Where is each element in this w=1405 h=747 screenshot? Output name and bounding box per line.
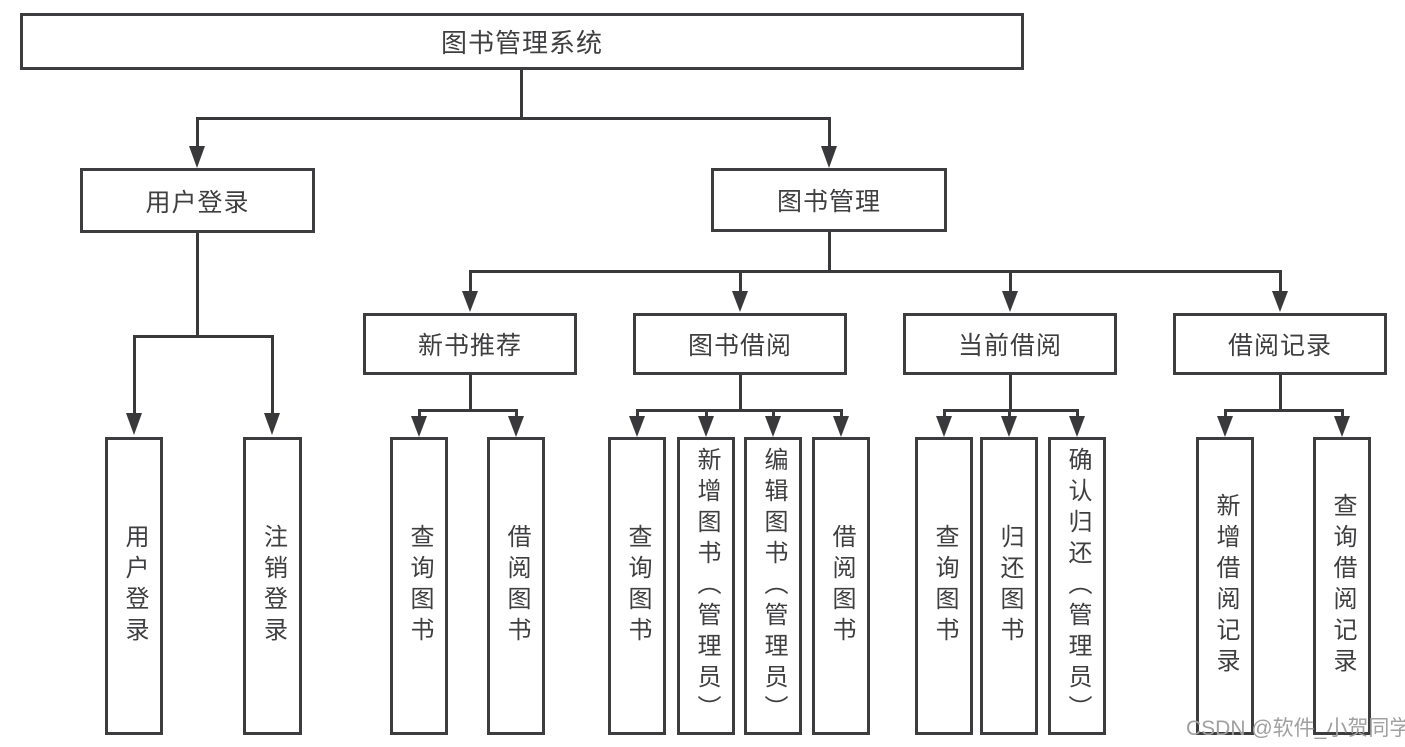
connector-line [739, 375, 742, 410]
node-label: 借阅记录 [1227, 332, 1332, 360]
node-label: 查询借阅记录 [1329, 493, 1356, 679]
connector-line [772, 409, 775, 419]
connector-line [943, 409, 1079, 412]
connector-line [1008, 409, 1011, 419]
arrow-down-icon [508, 416, 524, 437]
node-query-books-borrow: 查询图书 [608, 437, 666, 735]
connector-line [636, 409, 639, 419]
node-edit-book-admin: 编辑图书（管理员） [744, 437, 802, 735]
node-label: 新增借阅记录 [1212, 493, 1239, 679]
node-label: 用户登录 [121, 524, 148, 648]
arrow-down-icon [1334, 416, 1350, 437]
connector-line [1224, 409, 1227, 419]
connector-line [133, 335, 136, 415]
arrow-down-icon [1002, 291, 1018, 312]
node-label: 新书推荐 [417, 332, 522, 360]
connector-line [1224, 409, 1343, 412]
node-confirm-return-admin: 确认归还（管理员） [1048, 437, 1106, 735]
connector-line [739, 270, 742, 293]
arrow-down-icon [1001, 416, 1017, 437]
arrow-down-icon [936, 416, 952, 437]
node-label: 确认归还（管理员） [1064, 446, 1091, 726]
node-current-borrowing: 当前借阅 [903, 313, 1117, 375]
node-return-book: 归还图书 [980, 437, 1038, 735]
node-query-books-recommend: 查询图书 [390, 437, 448, 735]
arrow-down-icon [732, 291, 748, 312]
connector-line [1009, 270, 1012, 293]
node-label: 当前借阅 [957, 332, 1062, 360]
arrow-down-icon [1217, 416, 1233, 437]
arrow-down-icon [765, 416, 781, 437]
node-label: 编辑图书（管理员） [760, 446, 787, 726]
node-query-books-current: 查询图书 [915, 437, 973, 735]
node-label: 借阅图书 [828, 524, 855, 648]
connector-line [943, 409, 946, 419]
arrow-down-icon [189, 146, 205, 168]
node-user-login: 用户登录 [80, 168, 315, 233]
connector-line [1076, 409, 1079, 419]
connector-line [271, 335, 274, 415]
node-borrow-books: 借阅图书 [812, 437, 870, 735]
node-logout: 注销登录 [243, 437, 302, 735]
node-label: 图书管理 [776, 188, 881, 216]
connector-line [418, 409, 518, 412]
node-borrowing-records: 借阅记录 [1173, 313, 1387, 375]
arrow-down-icon [462, 291, 478, 312]
node-label: 注销登录 [259, 524, 287, 648]
node-borrow-books-recommend: 借阅图书 [487, 437, 545, 735]
arrow-down-icon [833, 416, 849, 437]
connector-line [469, 375, 472, 410]
node-query-borrow-record: 查询借阅记录 [1313, 437, 1371, 735]
node-label: 归还图书 [996, 524, 1023, 648]
connector-line [196, 117, 831, 120]
connector-line [828, 117, 831, 149]
csdn-watermark: CSDN @软件_小贺同学 [1186, 717, 1405, 740]
node-label: 用户登录 [145, 188, 250, 217]
connector-line [705, 409, 708, 419]
arrow-down-icon [1272, 291, 1288, 312]
arrow-down-icon [821, 146, 837, 168]
node-new-book-recommend: 新书推荐 [363, 313, 577, 375]
node-add-book-admin: 新增图书（管理员） [677, 437, 735, 735]
connector-line [828, 232, 831, 271]
arrow-down-icon [629, 416, 645, 437]
connector-line [418, 409, 421, 419]
node-label: 新增图书（管理员） [693, 446, 720, 726]
arrow-down-icon [264, 413, 280, 435]
node-label: 查询图书 [624, 524, 651, 648]
connector-line [636, 409, 842, 412]
node-add-borrow-record: 新增借阅记录 [1196, 437, 1254, 735]
connector-line [1279, 375, 1282, 410]
connector-line [840, 409, 843, 419]
arrow-down-icon [126, 413, 142, 435]
arrow-down-icon [698, 416, 714, 437]
connector-line [1341, 409, 1344, 419]
node-book-management: 图书管理 [711, 168, 947, 232]
node-label: 查询图书 [931, 524, 958, 648]
connector-line [1279, 270, 1282, 293]
connector-line [469, 270, 472, 293]
node-label: 图书管理系统 [440, 28, 603, 58]
node-user-login-leaf: 用户登录 [105, 437, 163, 735]
connector-line [133, 335, 274, 338]
node-label: 查询图书 [406, 524, 433, 648]
node-label: 图书借阅 [687, 332, 792, 360]
connector-line [1009, 375, 1012, 410]
arrow-down-icon [1069, 416, 1085, 437]
connector-line [469, 270, 1282, 273]
connector-line [515, 409, 518, 419]
node-book-borrowing: 图书借阅 [633, 313, 847, 375]
connector-line [196, 117, 199, 149]
arrow-down-icon [411, 416, 427, 437]
connector-line [196, 233, 199, 336]
node-library-management-system: 图书管理系统 [20, 13, 1024, 70]
node-label: 借阅图书 [503, 524, 530, 648]
connector-line [520, 70, 523, 118]
